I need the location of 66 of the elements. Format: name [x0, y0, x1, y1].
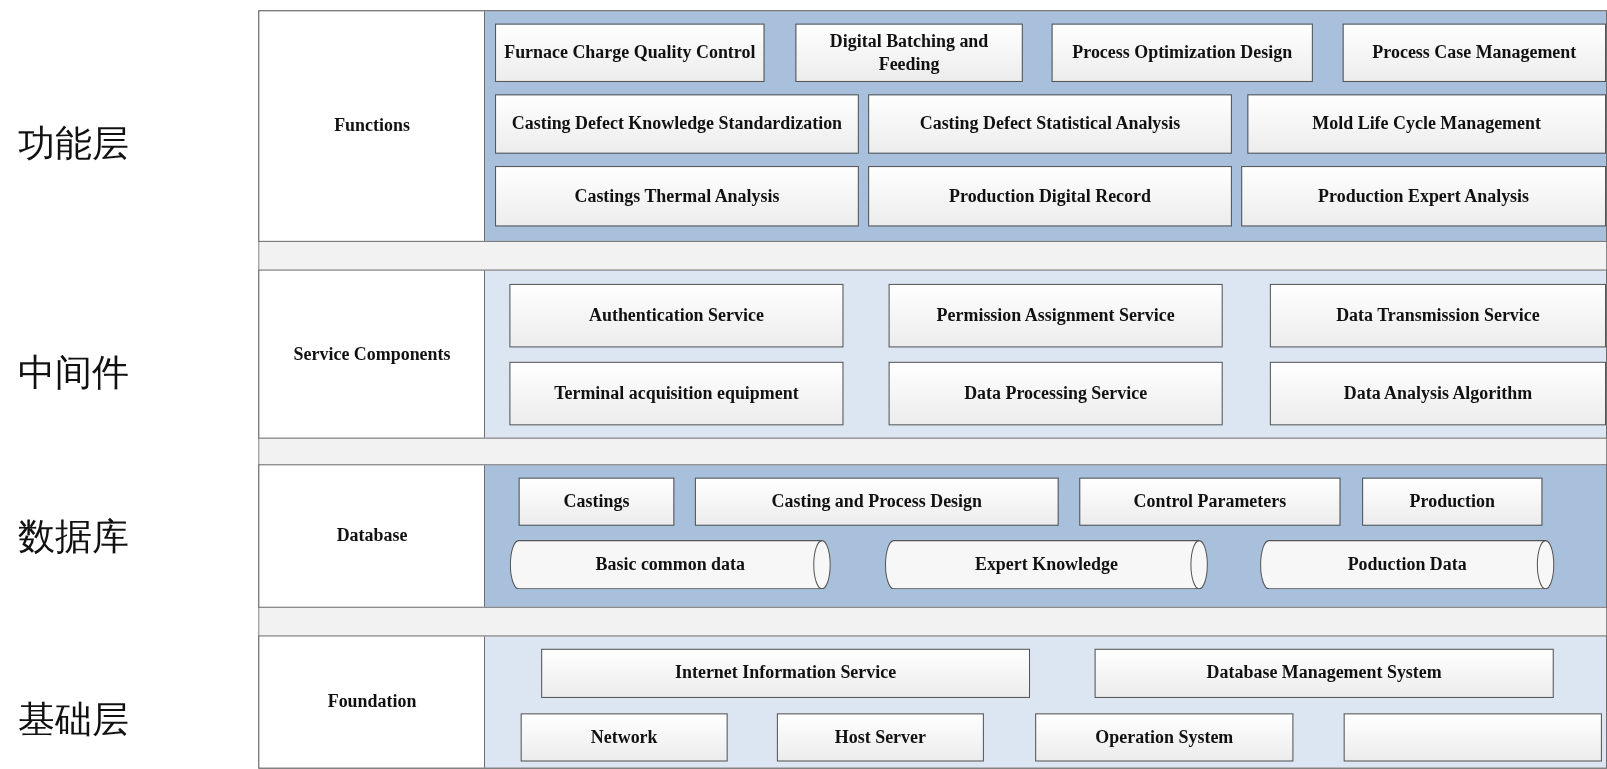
module-label: Casting Defect Knowledge Standardization: [511, 112, 843, 136]
module-box: [520, 713, 728, 762]
module-box: [776, 713, 984, 762]
module-label: Control Parameters: [1133, 490, 1287, 513]
module-box: [795, 23, 1023, 82]
layer-label: 基础层: [18, 696, 130, 742]
layer-label: 数据库: [18, 514, 130, 560]
module-box: [495, 166, 859, 227]
module-label: Data Processing Service: [964, 382, 1148, 405]
module-label: Castings Thermal Analysis: [574, 185, 780, 208]
module-box: [888, 283, 1223, 348]
module-label: Castings: [563, 490, 630, 513]
module-box: [518, 477, 675, 526]
layer-band: [258, 269, 1607, 439]
module-label: Authentication Service: [589, 304, 764, 327]
module-box: [868, 166, 1232, 227]
layer-band: [258, 10, 1607, 242]
module-label: Host Server: [834, 726, 926, 749]
layer-title: Service Components: [293, 342, 451, 366]
module-box: [1035, 713, 1294, 762]
module-label: Mold Life Cycle Management: [1312, 112, 1541, 136]
module-box: [694, 477, 1059, 526]
module-box: [1343, 713, 1602, 762]
module-label: Casting and Process Design: [771, 490, 982, 513]
module-label: Production Expert Analysis: [1318, 185, 1530, 208]
module-label: Expert Knowledge: [974, 553, 1118, 576]
module-box: [868, 94, 1232, 154]
module-label: Basic common data: [595, 553, 745, 576]
module-label: Network: [590, 726, 658, 749]
module-label: Terminal acquisition equipment: [554, 382, 799, 405]
module-box: [509, 361, 844, 426]
module-label: Digital Batching and Feeding: [828, 30, 990, 76]
module-box: [1247, 94, 1606, 154]
module-label: Production Digital Record: [949, 185, 1151, 208]
layer-title: Functions: [334, 114, 410, 138]
layer-title: Foundation: [327, 690, 417, 714]
module-label: Process Case Management: [1372, 41, 1577, 64]
module-box: [888, 361, 1223, 426]
module-box: [541, 648, 1030, 698]
module-label: Casting Defect Statistical Analysis: [919, 112, 1181, 136]
layer-band: [258, 635, 1607, 769]
module-label: Internet Information Service: [675, 662, 897, 685]
module-box: [1342, 23, 1606, 82]
layer-band: [258, 464, 1607, 608]
layer-label: 中间件: [18, 350, 130, 396]
module-box: [495, 23, 765, 82]
module-label: Operation System: [1095, 726, 1234, 749]
module-label: Data Analysis Algorithm: [1343, 382, 1533, 405]
module-box: [1094, 648, 1554, 698]
module-box: [1051, 23, 1313, 82]
module-box: [509, 283, 844, 348]
module-box: [1241, 166, 1606, 227]
module-label: Production: [1409, 490, 1495, 513]
module-box: [1269, 361, 1606, 426]
module-label: Database Management System: [1206, 662, 1442, 685]
module-box: [1362, 477, 1543, 526]
module-label: Poduction Data: [1347, 553, 1467, 576]
module-box: [495, 94, 859, 154]
module-label: Data Transmission Service: [1336, 304, 1540, 327]
module-label: Permission Assignment Service: [936, 304, 1175, 327]
layer-label: 功能层: [18, 120, 130, 166]
module-label: Process Optimization Design: [1072, 41, 1293, 64]
layer-title: Database: [336, 524, 408, 548]
module-box: [1269, 283, 1606, 348]
module-label: Furnace Charge Quality Control: [504, 41, 756, 64]
module-box: [1079, 477, 1341, 526]
